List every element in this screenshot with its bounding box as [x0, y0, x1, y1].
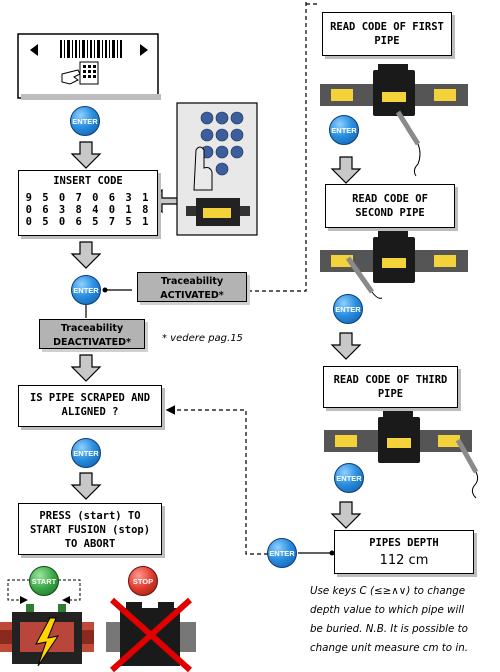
pipe-scraped-line1: IS PIPE SCRAPED AND — [29, 392, 151, 404]
read-first-box: READ CODE OF FIRST PIPE — [322, 12, 452, 56]
pipe-reader-illustration-2 — [320, 231, 468, 299]
traceability-activated-box: Traceability ACTIVATED* — [137, 272, 247, 302]
insert-code-row-3: 0 5 0 6 5 7 5 1 — [25, 216, 151, 228]
instructions-line1: Use keys C (≤≥∧∨) to change — [310, 585, 466, 597]
arrow-down-3 — [70, 354, 102, 382]
stop-button[interactable]: STOP — [128, 566, 158, 596]
left-arrow-icon — [30, 44, 38, 56]
start-button[interactable]: START — [29, 566, 59, 596]
dashed-connector-top — [248, 0, 307, 292]
read-second-box: READ CODE OF SECOND PIPE — [325, 184, 455, 228]
press-start-line3: TO ABORT — [64, 538, 116, 550]
traceability-deactivated-line1: Traceability — [60, 323, 124, 334]
lightning-icon — [35, 617, 60, 667]
see-page-note: * vedere pag.15 — [162, 333, 243, 344]
read-first-line1: READ CODE OF FIRST — [330, 21, 444, 33]
arrow-down-right-1 — [330, 156, 362, 184]
instructions-line4: change unit measure cm to in. — [310, 642, 469, 654]
dashed-connector-return — [165, 405, 268, 555]
press-start-line2: START FUSION (stop) — [29, 524, 151, 536]
pipes-depth-value: 112 cm — [379, 553, 429, 568]
arrow-down-right-3 — [330, 501, 362, 529]
pipes-depth-title: PIPES DEPTH — [369, 537, 439, 549]
arrow-down-1 — [70, 141, 102, 169]
press-start-box: PRESS (start) TO START FUSION (stop) TO … — [18, 503, 162, 555]
press-start-line1: PRESS (start) TO — [39, 510, 141, 522]
enter-button-1[interactable]: ENTER — [70, 106, 100, 136]
fusion-illustration — [0, 579, 94, 667]
read-third-line2: PIPE — [377, 388, 404, 400]
display-panel — [17, 33, 161, 100]
arrow-down-2 — [70, 241, 102, 269]
pipe-reader-illustration-1 — [320, 64, 468, 177]
instructions-line2: depth value to which pipe will — [310, 604, 465, 616]
pipe-scraped-line2: ALIGNED ? — [61, 406, 119, 418]
insert-code-row-1: 9 5 0 7 0 6 3 1 — [25, 192, 151, 204]
pipe-scraped-box: IS PIPE SCRAPED AND ALIGNED ? — [18, 385, 162, 427]
insert-code-title: INSERT CODE — [53, 175, 123, 187]
read-third-box: READ CODE OF THIRD PIPE — [323, 366, 458, 408]
right-arrow-icon — [140, 44, 148, 56]
enter-button-depth[interactable]: ENTER — [267, 538, 297, 568]
cross-icon — [109, 597, 193, 672]
instructions-line3: be buried. N.B. It is possible to — [310, 623, 468, 635]
traceability-activated-line1: Traceability — [160, 276, 224, 287]
enter-button-right-2[interactable]: ENTER — [333, 294, 363, 324]
traceability-deactivated-box: Traceability DEACTIVATED* — [39, 319, 145, 349]
pipe-reader-illustration-3 — [324, 411, 479, 499]
read-second-line1: READ CODE OF — [352, 193, 428, 205]
pipes-depth-box: PIPES DEPTH 112 cm — [334, 530, 474, 574]
arrow-down-4 — [70, 472, 102, 500]
hand-keypad-icon — [61, 61, 99, 85]
insert-code-box: INSERT CODE 9 5 0 7 0 6 3 1 0 6 3 8 4 0 … — [18, 170, 158, 236]
stop-illustration — [106, 597, 196, 672]
flow-arrows — [70, 141, 362, 529]
arrow-down-right-2 — [330, 332, 362, 360]
traceability-activated-line2: ACTIVATED* — [160, 290, 224, 301]
keypad-illustration — [176, 102, 258, 236]
enter-button-right-1[interactable]: ENTER — [329, 115, 359, 145]
traceability-deactivated-line2: DEACTIVATED* — [53, 337, 131, 348]
enter-button-right-3[interactable]: ENTER — [334, 463, 364, 493]
enter-button-2[interactable]: ENTER — [71, 275, 101, 305]
read-second-line2: SECOND PIPE — [355, 207, 425, 219]
barcode-icon — [60, 40, 122, 58]
enter-button-3[interactable]: ENTER — [71, 438, 101, 468]
insert-code-row-2: 0 6 3 8 4 0 1 8 — [25, 204, 151, 216]
instructions-text: Use keys C (≤≥∧∨) to change depth value … — [310, 582, 498, 658]
read-third-line1: READ CODE OF THIRD — [333, 374, 448, 386]
read-first-line2: PIPE — [374, 35, 400, 47]
